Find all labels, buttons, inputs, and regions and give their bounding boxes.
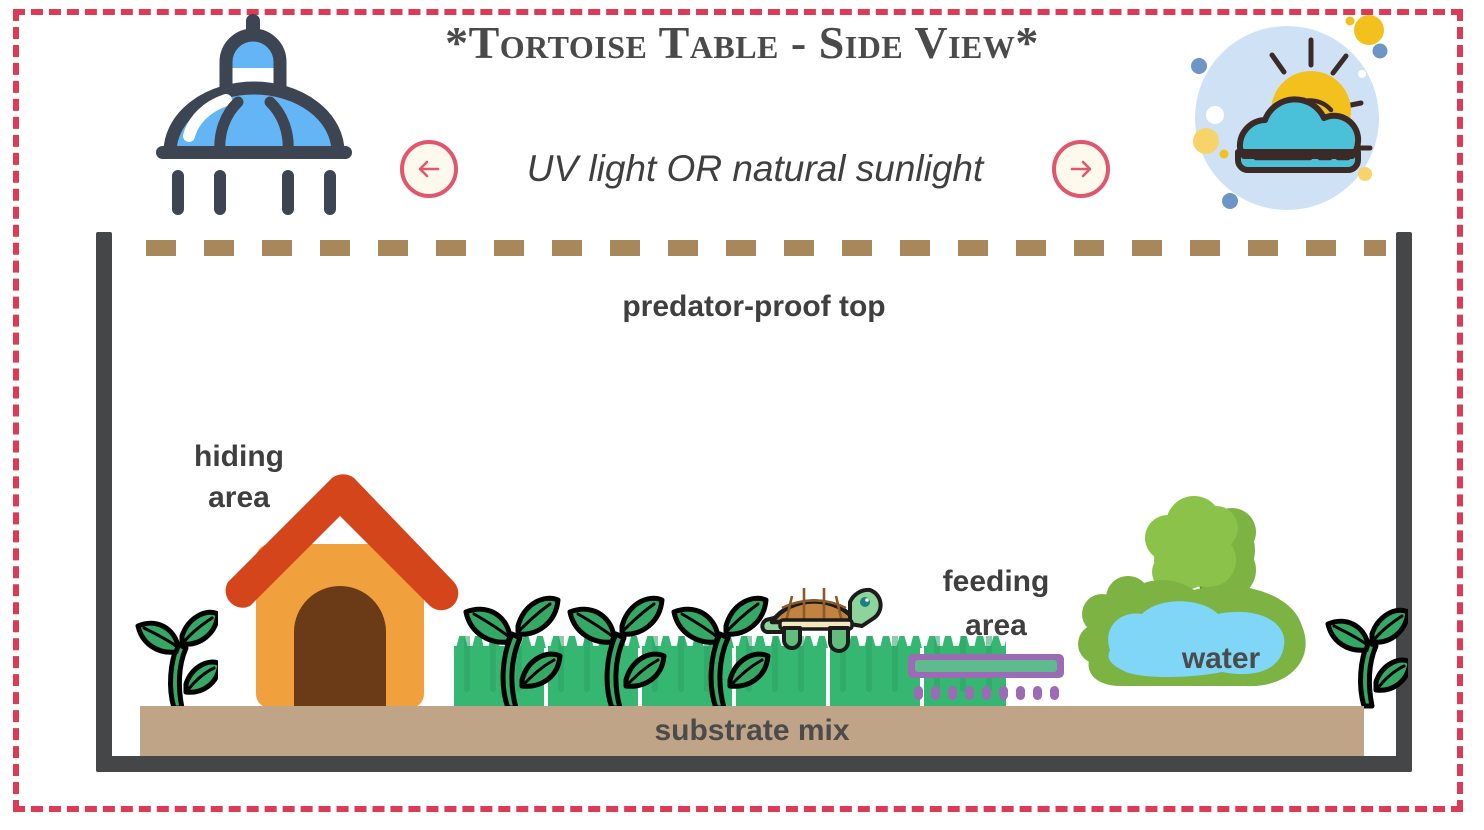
dog-house-icon bbox=[214, 460, 464, 713]
enclosure-left-wall bbox=[96, 232, 112, 772]
sun-behind-cloud-icon bbox=[1180, 8, 1395, 228]
arrow-right-icon[interactable] bbox=[1052, 140, 1110, 198]
subtitle-row: UV light OR natural sunlight bbox=[400, 138, 1110, 200]
feeding-area-label: feeding area bbox=[906, 560, 1086, 647]
substrate-label: substrate mix bbox=[654, 714, 850, 747]
feeding-area-label-line1: feeding bbox=[942, 565, 1050, 598]
predator-proof-label: predator-proof top bbox=[622, 290, 886, 323]
dashed-border-frame bbox=[13, 9, 1463, 812]
plant-icon bbox=[128, 592, 223, 717]
page-title: *Tortoise Table - Side View* bbox=[445, 17, 1039, 68]
enclosure-floor bbox=[96, 756, 1412, 772]
tortoise-icon bbox=[758, 554, 888, 661]
heat-lamp-icon bbox=[148, 10, 360, 220]
arrow-left-icon[interactable] bbox=[400, 140, 458, 198]
substrate-layer: substrate mix bbox=[140, 706, 1364, 756]
food-dish-icon bbox=[906, 652, 1066, 707]
feeding-area-label-line2: area bbox=[965, 608, 1027, 642]
hiding-area-label: hiding area bbox=[154, 436, 324, 518]
pond-icon bbox=[1076, 474, 1326, 719]
hiding-area-label-line1: hiding bbox=[194, 440, 284, 473]
water-label: water bbox=[1181, 642, 1261, 675]
enclosure-right-wall bbox=[1396, 232, 1412, 772]
predator-proof-top-line bbox=[146, 240, 1386, 256]
plant-icon bbox=[1318, 590, 1413, 715]
enclosure: predator-proof top bbox=[96, 232, 1413, 772]
hiding-area-label-line2: area bbox=[208, 481, 270, 515]
subtitle-text: UV light OR natural sunlight bbox=[526, 148, 984, 189]
